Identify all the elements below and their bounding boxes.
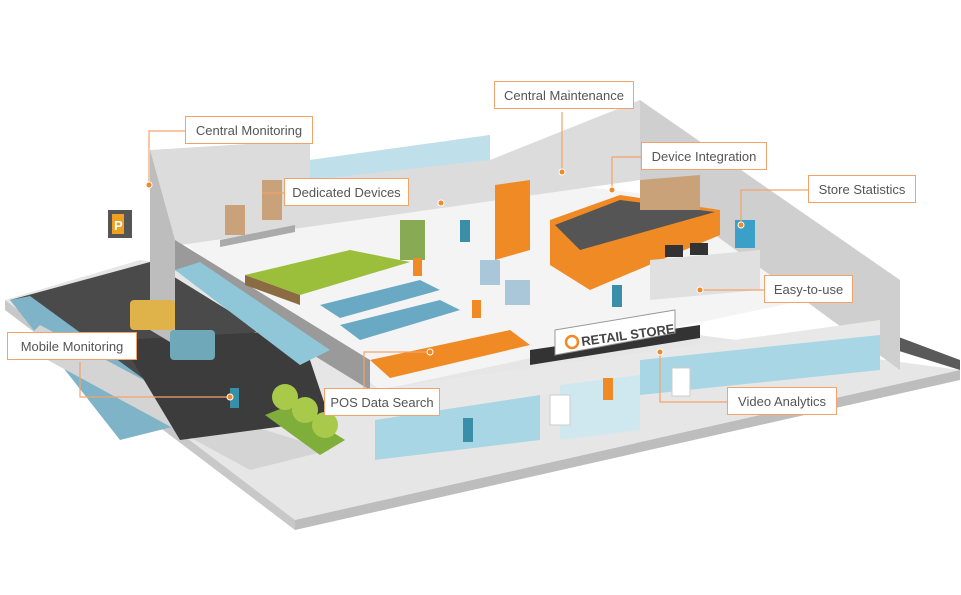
callout-device-integration: Device Integration (641, 142, 767, 170)
canopy (175, 262, 330, 365)
callout-easy-to-use: Easy-to-use (764, 275, 853, 303)
leader-lines (79, 112, 808, 403)
callout-central-monitoring: Central Monitoring (185, 116, 313, 144)
callout-pos-data-search: POS Data Search (324, 388, 440, 416)
front-wall (370, 320, 880, 420)
retail-store-sign (554, 309, 676, 356)
parking-sign-text: P (114, 218, 123, 233)
callout-video-analytics: Video Analytics (727, 387, 837, 415)
tree (272, 384, 298, 410)
car-blue (170, 330, 215, 360)
pos-desks (370, 330, 530, 378)
callout-dots (145, 168, 745, 401)
car-yellow (130, 300, 175, 330)
store-logo-icon (564, 334, 580, 350)
people (230, 220, 622, 442)
maintenance-room (495, 180, 530, 260)
callout-mobile-monitoring: Mobile Monitoring (7, 332, 137, 360)
callout-store-statistics: Store Statistics (808, 175, 916, 203)
callout-central-maintenance: Central Maintenance (494, 81, 634, 109)
callout-dedicated-devices: Dedicated Devices (284, 178, 409, 206)
produce-shelf (245, 250, 410, 295)
